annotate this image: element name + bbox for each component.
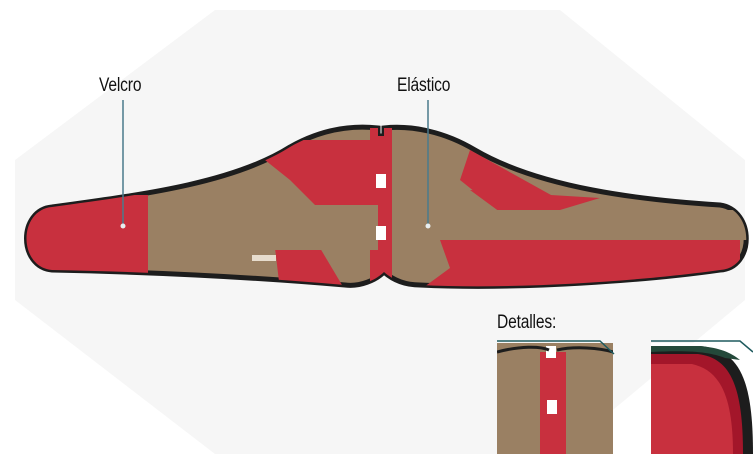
velcro-label: Velcro [99, 75, 141, 97]
elastic-label: Elástico [397, 75, 450, 97]
right-brown-panel [420, 210, 748, 240]
left-brown-panel [148, 205, 378, 250]
center-clip-bottom [376, 226, 386, 240]
center-clip-top [376, 174, 386, 188]
elastic-callout-dot [426, 224, 431, 229]
details-heading: Detalles: [497, 312, 556, 334]
detail-image-center [497, 343, 613, 454]
detail-image-edge [651, 343, 753, 454]
velcro-callout-dot [121, 224, 126, 229]
brand-patch [252, 255, 276, 261]
